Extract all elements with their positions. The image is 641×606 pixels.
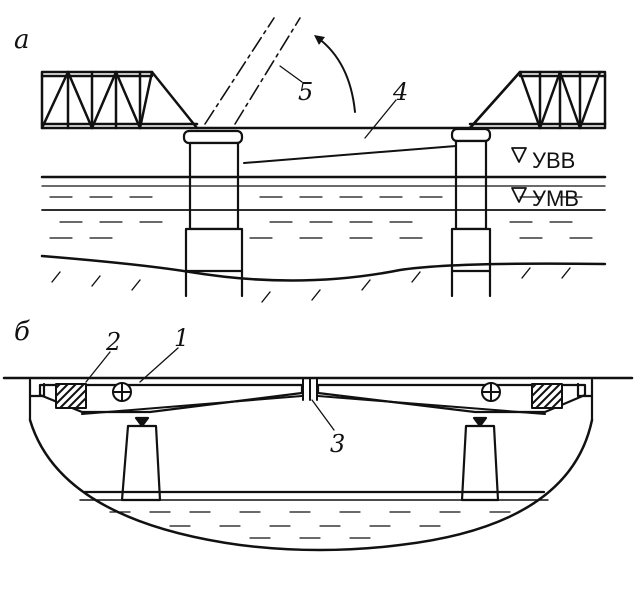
pier-b-left	[120, 416, 162, 502]
water-lines-b	[79, 490, 549, 501]
pier-b-right	[460, 416, 500, 502]
leader-2	[85, 351, 111, 383]
callout-4: 4	[392, 78, 408, 106]
riverbed	[40, 254, 607, 282]
rotation-arrow	[314, 34, 356, 113]
high-water-label: УВВ	[532, 148, 575, 173]
panel-a-label: а	[14, 25, 30, 55]
callout-5: 5	[298, 78, 313, 106]
center-joint	[302, 377, 318, 401]
right-truss	[468, 70, 607, 130]
leader-5	[279, 65, 303, 83]
cable	[243, 145, 457, 164]
raised-span	[204, 17, 301, 125]
water-hatch-b	[109, 511, 511, 539]
callout-2: 2	[105, 328, 121, 356]
panel-b: б	[2, 317, 634, 552]
water-lines-a	[40, 175, 607, 211]
panel-b-label: б	[14, 317, 30, 347]
pivot-right	[481, 382, 501, 402]
callout-3: 3	[330, 430, 345, 458]
leader-4	[364, 99, 397, 139]
abutment-left	[28, 378, 46, 422]
low-water-marker: УМВ	[511, 186, 579, 211]
left-truss	[40, 70, 199, 130]
riverbed-hatch	[51, 267, 571, 303]
tie-rods	[81, 395, 546, 415]
low-water-label: УМВ	[532, 186, 579, 211]
pivot-left	[112, 382, 132, 402]
counterweight-right	[531, 383, 563, 409]
pit-outline	[28, 418, 594, 552]
abutment-right	[576, 378, 594, 422]
callout-1: 1	[174, 324, 189, 352]
leader-3	[311, 399, 335, 431]
water-hatch-a	[49, 196, 593, 239]
counterweight-left	[55, 383, 87, 409]
high-water-marker: УВВ	[511, 147, 575, 173]
right-pier	[450, 127, 492, 298]
panel-a: а	[14, 17, 607, 303]
leader-1	[139, 347, 179, 383]
